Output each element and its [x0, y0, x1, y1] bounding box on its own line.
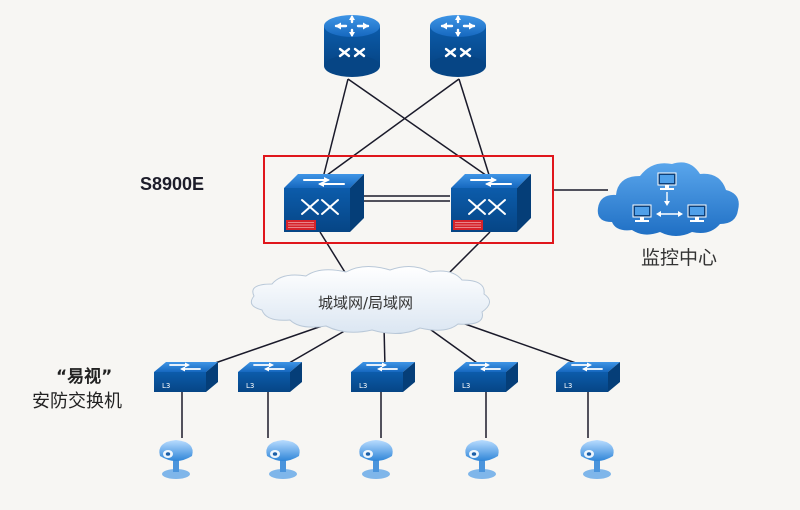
monitor-center-label: 监控中心 — [641, 247, 718, 269]
camera-icon — [580, 440, 614, 479]
access-switch-icon — [350, 361, 416, 393]
camera-icon — [266, 440, 300, 479]
cloud-icon — [597, 162, 739, 236]
core-highlight-box — [263, 155, 554, 244]
router-core-links — [322, 78, 491, 179]
camera-icon — [159, 440, 193, 479]
core-model-label: S8900E — [140, 174, 205, 194]
core-interconnect — [362, 195, 450, 202]
camera-icon — [359, 440, 393, 479]
network-cloud-icon — [250, 266, 490, 334]
access-switch-icon — [153, 361, 219, 393]
edge-description-label: 安防交换机 — [32, 391, 122, 412]
camera-icon — [465, 440, 499, 479]
access-switch-icon — [453, 361, 519, 393]
access-switch-icon — [237, 361, 303, 393]
network-label: 城域网/局域网 — [318, 294, 414, 312]
router-icon — [428, 13, 488, 79]
router-icon — [322, 13, 382, 79]
edge-brand-label: “易视” — [56, 367, 113, 387]
core-switch-icon — [283, 173, 365, 233]
access-switch-icon — [555, 361, 621, 393]
camera-links — [181, 392, 589, 438]
core-switch-icon — [450, 173, 532, 233]
